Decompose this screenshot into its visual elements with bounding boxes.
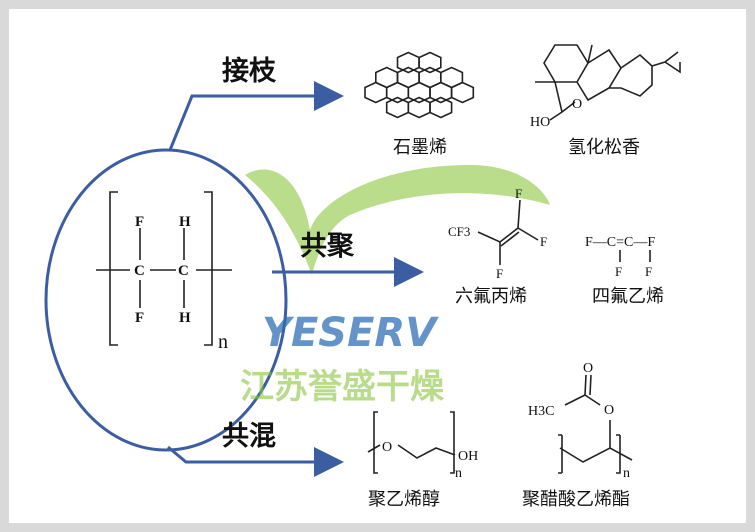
graphene-structure [364,51,475,119]
watermark-logo [245,165,550,275]
atom-h3c: H3C [528,404,554,419]
atom-f: F [645,264,652,279]
hexafluoropropylene-structure: CF3 F F F [448,186,547,281]
subscript-n: n [623,466,630,481]
atom-o: O [572,97,582,112]
label-polyvinyl-alcohol: 聚乙烯醇 [368,489,440,510]
graphene-ring [450,81,475,104]
atom-h: H [179,214,191,230]
label-polyvinyl-acetate: 聚醋酸乙烯酯 [522,489,630,510]
graphene-ring [407,96,431,119]
watermark-company: 江苏誉盛干燥 [240,367,445,407]
label-graphene: 石墨烯 [393,137,447,158]
label-tetrafluoroethylene: 四氟乙烯 [592,286,664,307]
atom-f: F [135,310,144,326]
graphene-ring [429,96,453,119]
atom-f: F [515,186,522,201]
label-graft: 接枝 [222,56,277,87]
watermark-brand: YESERV [262,310,439,356]
tetrafluoroethylene-structure: F—C=C—F F F [585,235,655,279]
atom-cf3: CF3 [448,224,470,239]
label-hexafluoropropylene: 六氟丙烯 [455,286,527,307]
atom-h: H [179,310,191,326]
atom-c: C [134,263,145,279]
pvac-structure: H3C O O n [528,361,633,481]
atom-oh: OH [458,449,478,464]
polymer-ellipse [44,148,288,452]
subscript-n: n [455,466,462,481]
tfe-formula: F—C=C—F [585,235,655,250]
arrow-blend [167,445,344,477]
pvdf-structure: F H C C F H n [96,191,232,353]
atom-f: F [540,234,547,249]
graphene-ring [407,81,431,104]
graphene-ring [385,96,410,119]
hydrogenated-rosin-structure: HO O [530,44,681,130]
label-copolymer: 共聚 [300,231,355,262]
graphene-ring [364,81,388,104]
label-hydrogenated-rosin: 氢化松香 [568,137,640,158]
atom-o: O [583,361,593,376]
atom-c: C [178,263,189,279]
atom-o: O [604,403,614,418]
peg-structure: O OH n [367,411,478,481]
atom-f: F [615,264,622,279]
arrow-graft [168,81,344,151]
atom-o: O [382,440,392,455]
graphene-ring [418,51,442,74]
atom-ho: HO [530,115,550,130]
atom-f: F [496,266,503,281]
graphene-ring [385,81,410,104]
atom-f: F [135,214,144,230]
graphene-ring [396,51,420,74]
label-blend: 共混 [222,421,276,452]
subscript-n: n [218,331,228,353]
graphene-ring [429,81,453,104]
